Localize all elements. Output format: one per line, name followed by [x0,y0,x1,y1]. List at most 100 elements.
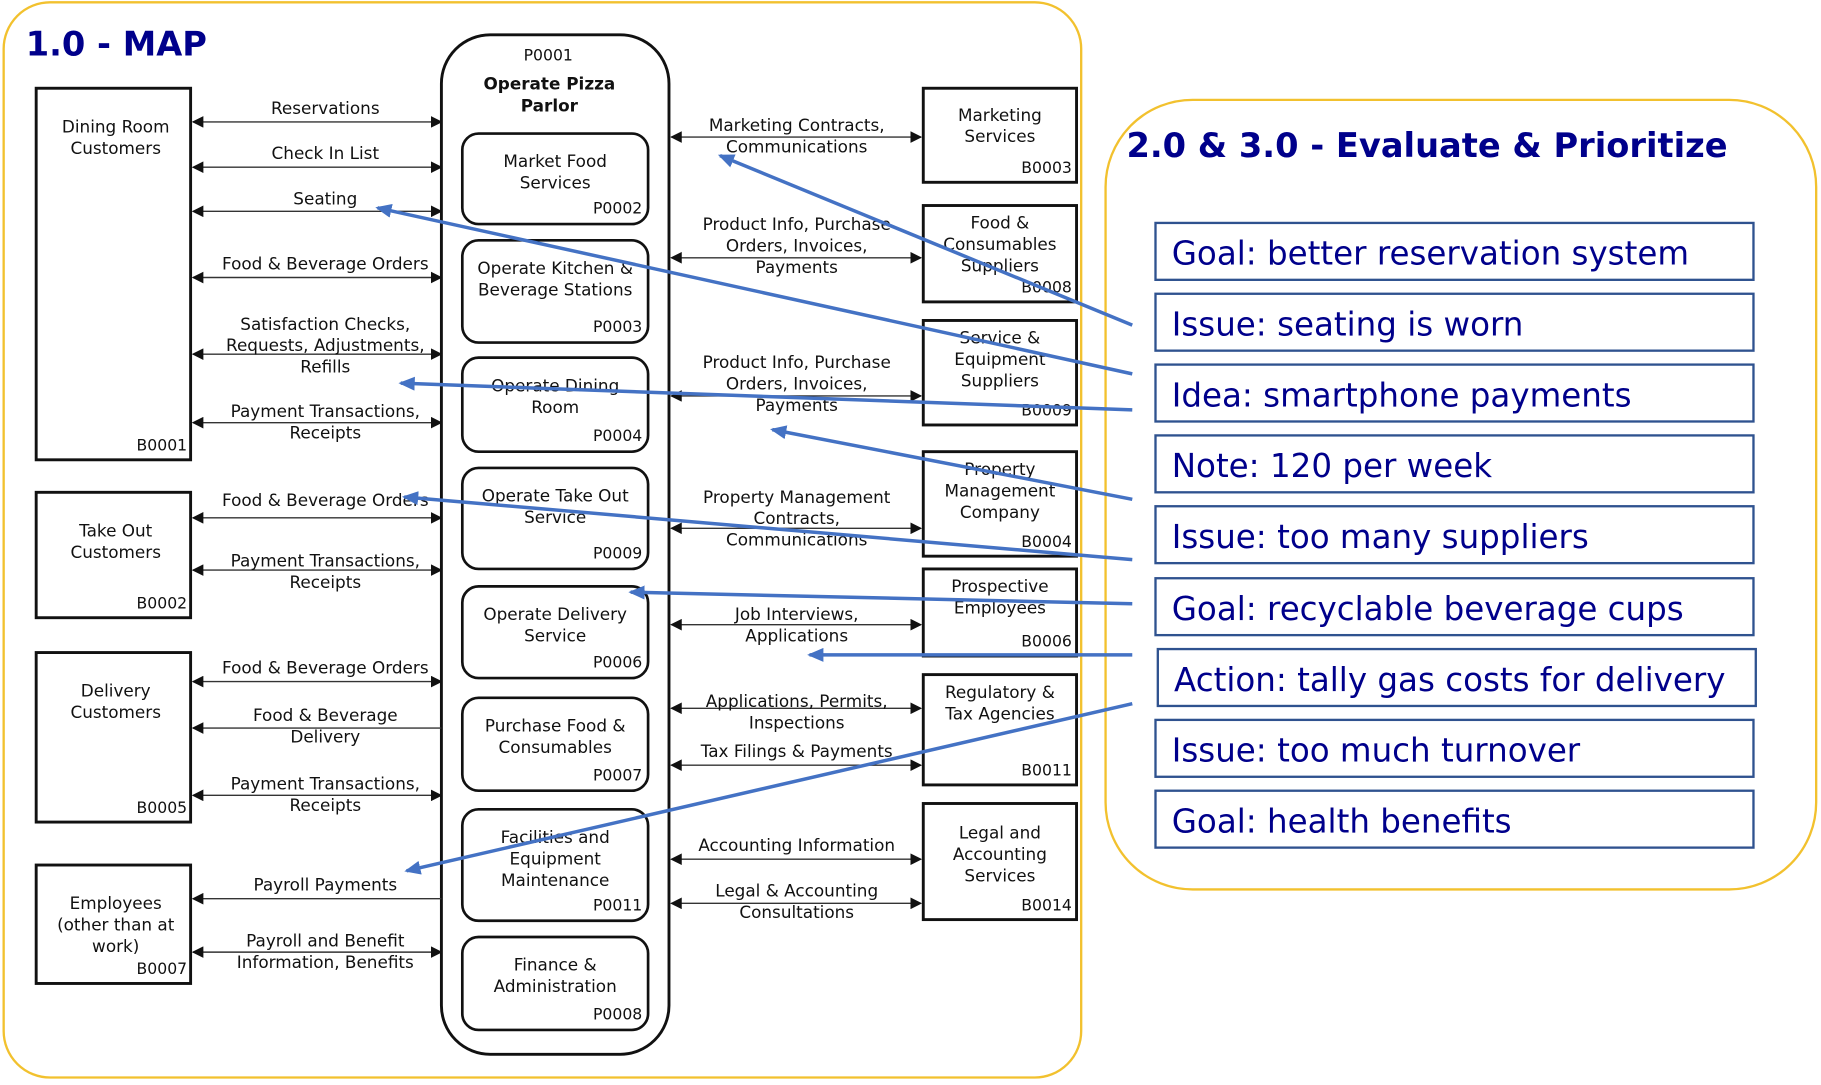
flow-label: Applications, Permits, [706,691,888,711]
data-flow[interactable]: Food & Beverage Orders [191,657,443,688]
entity-label: Suppliers [961,256,1039,276]
note-box [1154,292,1755,352]
process-label: Equipment [510,848,602,868]
note-card[interactable]: Goal: better reservation system [1154,221,1755,281]
note-card[interactable]: Note: 120 per week [1154,434,1755,494]
flow-label: Refills [300,357,350,377]
entity-code: B0014 [1021,895,1072,914]
data-flow[interactable]: Seating [191,188,443,218]
entity-box [921,86,1078,184]
data-flow[interactable]: Applications, Permits,Inspections [670,691,923,733]
data-flow[interactable]: Check In List [191,143,443,174]
data-flow[interactable]: Payment Transactions,Receipts [191,401,443,442]
data-flow[interactable]: Satisfaction Checks,Requests, Adjustment… [191,314,443,377]
process-code: P0006 [593,653,642,672]
flow-label: Consultations [739,902,854,922]
flow-label: Communications [726,530,867,550]
entity-label: Food & [970,213,1029,233]
entity-label: Employees [70,893,162,913]
entity-box [921,204,1078,304]
data-flow[interactable]: Food & Beverage Orders [191,253,443,284]
data-flow[interactable]: Job Interviews,Applications [670,604,923,646]
entity-box [34,86,193,462]
data-flow[interactable]: Property ManagementContracts,Communicati… [670,487,923,550]
entity-label: Accounting [953,844,1047,864]
entity-label: Dining Room [62,116,170,136]
note-card[interactable]: Idea: smartphone payments [1154,363,1755,423]
data-flow[interactable]: Payroll Payments [191,875,442,905]
note-card[interactable]: Issue: seating is worn [1154,292,1755,352]
flow-label: Contracts, [753,508,840,528]
entity-label: Consumables [943,234,1056,254]
flow-label: Food & Beverage [253,705,398,725]
flow-label: Delivery [290,727,360,747]
note-card[interactable]: Action: tally gas costs for delivery [1156,647,1757,708]
flow-label: Check In List [272,143,380,163]
process-box [460,239,650,344]
data-flow[interactable]: Food & Beverage Orders [191,490,443,524]
entity-code: B0004 [1021,532,1072,551]
process-label: Service [524,626,586,646]
entity-label: work) [92,936,139,956]
flow-label: Food & Beverage Orders [222,657,429,677]
note-card[interactable]: Goal: recyclable beverage cups [1154,577,1755,637]
entity-label: Customers [70,702,161,722]
note-card[interactable]: Issue: too many suppliers [1154,505,1755,565]
data-flow[interactable]: Payment Transactions,Receipts [191,551,443,592]
flow-label: Property Management [703,487,891,507]
process-label: Consumables [499,737,612,757]
entity-label: Equipment [954,349,1046,369]
flow-label: Payroll Payments [253,875,397,895]
note-connector-arrow [375,204,1133,376]
process-label: Operate Delivery [483,604,627,624]
data-flow[interactable]: Payment Transactions,Receipts [191,774,443,815]
data-flow[interactable]: Tax Filings & Payments [670,741,923,771]
entity-box [921,802,1078,922]
entity-label: Services [964,865,1035,885]
entity-box [34,490,193,620]
flow-label: Payroll and Benefit [246,930,405,950]
note-text: Note: 120 per week [1172,447,1492,485]
data-flow[interactable]: Reservations [191,98,443,128]
data-flow[interactable]: Marketing Contracts,Communications [670,115,923,157]
flow-label: Marketing Contracts, [709,115,885,135]
note-card[interactable]: Goal: health benefits [1154,789,1755,849]
process-box [460,585,650,680]
entity-label: Take Out [78,520,153,540]
entity-label: Regulatory & [945,682,1055,702]
entity-code: B0006 [1021,632,1072,651]
entity-label: Management [944,480,1055,500]
entity-label: Marketing [958,105,1042,125]
process-box [460,807,650,923]
note-card[interactable]: Issue: too much turnover [1154,718,1755,778]
data-flow[interactable]: Accounting Information [670,835,923,866]
process-p0011[interactable]: Facilities andEquipmentMaintenanceP0011 [460,807,650,923]
flow-label: Applications [745,626,848,646]
note-box [1156,647,1757,708]
entity-label: Customers [70,138,161,158]
